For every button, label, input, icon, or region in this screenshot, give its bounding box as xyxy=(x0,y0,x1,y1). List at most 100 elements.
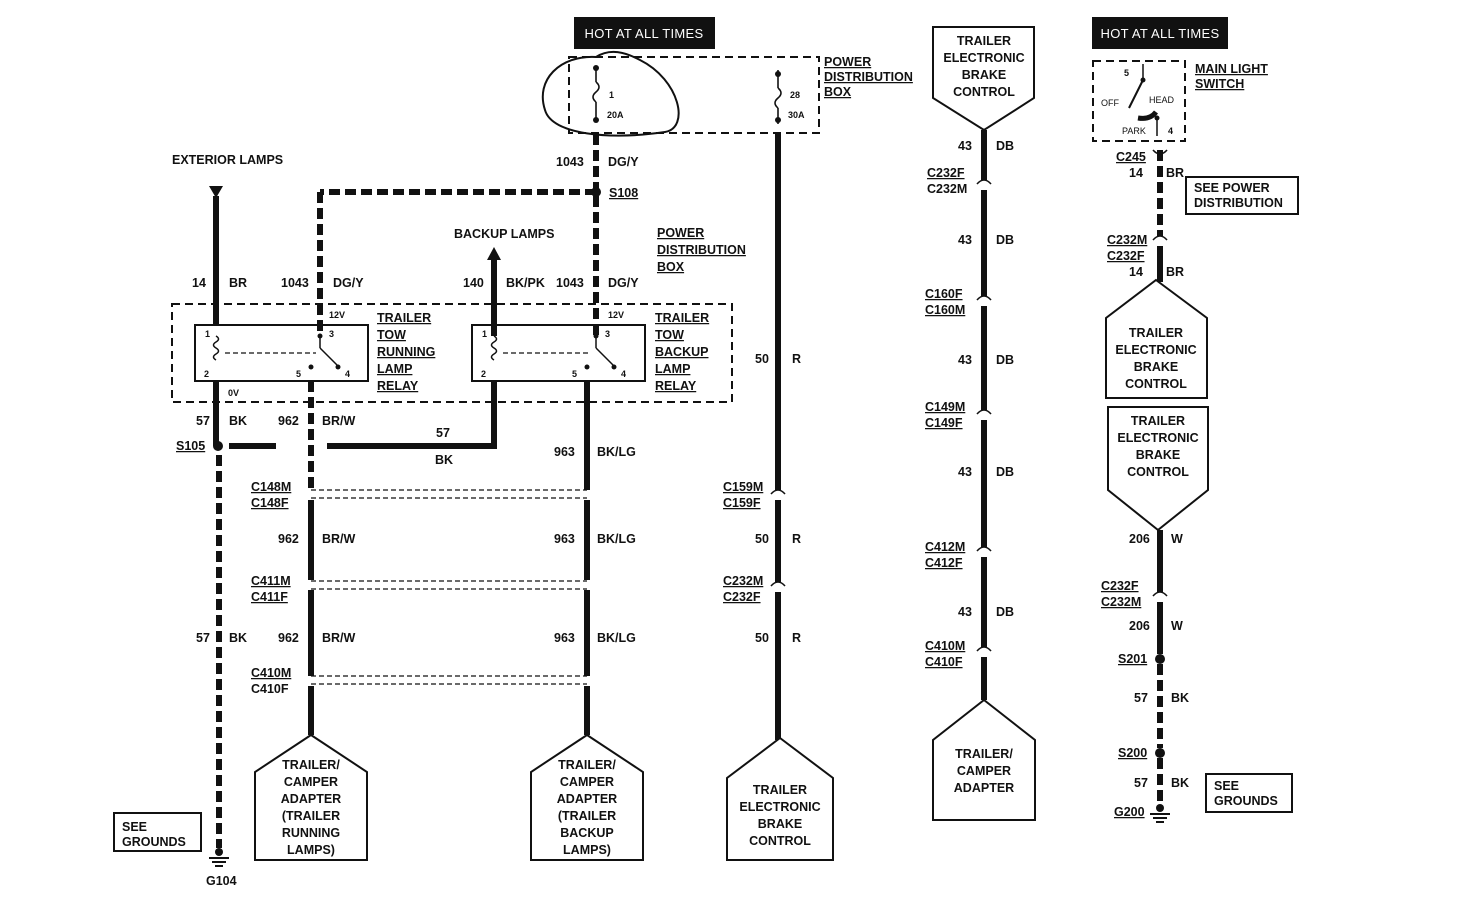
running-relay-label-line4: LAMP xyxy=(377,362,412,376)
svg-text:BRAKE: BRAKE xyxy=(758,817,802,831)
exterior-lamps-label: EXTERIOR LAMPS xyxy=(172,153,283,167)
svg-text:CONTROL: CONTROL xyxy=(1127,465,1189,479)
wire-brw-low-label: BR/W xyxy=(322,631,356,645)
connector-c410f-col4-label: C410F xyxy=(925,655,963,669)
backup-relay-12v: 12V xyxy=(608,310,624,320)
trailer-camper-adapter-backup: TRAILER/ CAMPER ADAPTER (TRAILER BACKUP … xyxy=(530,733,644,861)
wire-bklg-low-label: BK/LG xyxy=(597,631,636,645)
connector-c148 xyxy=(311,489,587,499)
pdb-mid-line2: DISTRIBUTION xyxy=(657,243,746,257)
wire-50-top-label: 50 xyxy=(755,352,769,366)
see-grounds-box-left xyxy=(113,812,202,852)
wire-43-5-label: 43 xyxy=(958,605,972,619)
svg-text:ELECTRONIC: ELECTRONIC xyxy=(1115,343,1196,357)
connector-c232m-col3-label: C232M xyxy=(723,574,763,588)
connector-c411f-label: C411F xyxy=(251,590,288,604)
see-grounds-left-line1: SEE xyxy=(122,820,147,834)
wire-dgy-left-label: DG/Y xyxy=(333,276,364,290)
switch-head-label: HEAD xyxy=(1149,95,1175,105)
splice-s108-label: S108 xyxy=(609,186,638,200)
wire-14-col5-low-label: 14 xyxy=(1129,265,1143,279)
wire-1043-left-label: 1043 xyxy=(281,276,309,290)
wire-43-3-label: 43 xyxy=(958,353,972,367)
svg-text:CAMPER: CAMPER xyxy=(957,764,1011,778)
svg-text:LAMPS): LAMPS) xyxy=(287,843,335,857)
hot-at-all-times-tag-1: HOT AT ALL TIMES xyxy=(574,17,715,49)
backup-relay-pin1: 1 xyxy=(482,329,487,339)
see-power-line2: DISTRIBUTION xyxy=(1194,196,1283,210)
connector-c410f-label: C410F xyxy=(251,682,289,696)
splice-s105-dot xyxy=(213,441,223,451)
pdb-mid-line3: BOX xyxy=(657,260,685,274)
svg-text:CONTROL: CONTROL xyxy=(953,85,1015,99)
wire-db-3-label: DB xyxy=(996,353,1014,367)
trailer-electronic-brake-control-bottom: TRAILER ELECTRONIC BRAKE CONTROL xyxy=(726,736,834,861)
connector-c160f-label: C160F xyxy=(925,287,963,301)
svg-text:TRAILER/: TRAILER/ xyxy=(282,758,340,772)
exterior-lamps-arrow-icon xyxy=(209,186,223,198)
backup-lamps-label: BACKUP LAMPS xyxy=(454,227,554,241)
wire-db-1-label: DB xyxy=(996,139,1014,153)
trailer-electronic-brake-control-top: TRAILER ELECTRONIC BRAKE CONTROL xyxy=(932,26,1035,132)
wire-bk-s105-label: BK xyxy=(229,414,247,428)
wire-1043-right-label: 1043 xyxy=(556,276,584,290)
svg-text:ELECTRONIC: ELECTRONIC xyxy=(739,800,820,814)
wire-brw-mid-label: BR/W xyxy=(322,532,356,546)
wire-r-low-label: R xyxy=(792,631,801,645)
wire-43-1-label: 43 xyxy=(958,139,972,153)
svg-text:TRAILER/: TRAILER/ xyxy=(558,758,616,772)
running-relay-pin3: 3 xyxy=(329,329,334,339)
connector-c410m-label: C410M xyxy=(251,666,291,680)
connector-c159f-label: C159F xyxy=(723,496,761,510)
svg-text:ELECTRONIC: ELECTRONIC xyxy=(1117,431,1198,445)
running-relay-pin1: 1 xyxy=(205,329,210,339)
power-distribution-box-top: 1 20A 28 30A POWER DISTRIBUTION BOX xyxy=(541,50,913,137)
splice-s201-dot xyxy=(1155,654,1165,664)
wire-w-top-label: W xyxy=(1171,532,1183,546)
svg-text:CONTROL: CONTROL xyxy=(1125,377,1187,391)
ground-g200-label: G200 xyxy=(1114,805,1145,819)
ground-g104-icon xyxy=(209,848,229,867)
backup-relay-label-line3: BACKUP xyxy=(655,345,708,359)
wire-14-col5-top-label: 14 xyxy=(1129,166,1143,180)
wire-br-label: BR xyxy=(229,276,247,290)
connector-c411m-label: C411M xyxy=(251,574,291,588)
connector-c410 xyxy=(311,675,587,685)
running-relay-label-line5: RELAY xyxy=(377,379,419,393)
trailer-tow-running-lamp-relay: 1 2 3 4 5 12V 0V TRAILER TOW RUNNING LAM… xyxy=(194,310,435,398)
wire-bklg-mid-label: BK/LG xyxy=(597,532,636,546)
splice-s200-dot xyxy=(1155,748,1165,758)
pdb-top-line3: BOX xyxy=(824,85,852,99)
splice-s200-label: S200 xyxy=(1118,746,1147,760)
wire-r-top-label: R xyxy=(792,352,801,366)
connector-c232f-col3-label: C232F xyxy=(723,590,761,604)
wire-50-mid-label: 50 xyxy=(755,532,769,546)
backup-relay-pin3: 3 xyxy=(605,329,610,339)
wire-br-col5-low-label: BR xyxy=(1166,265,1184,279)
svg-text:TRAILER/: TRAILER/ xyxy=(955,747,1013,761)
wire-57-col5-top-label: 57 xyxy=(1134,691,1148,705)
svg-text:ADAPTER: ADAPTER xyxy=(557,792,617,806)
fuse28-number: 28 xyxy=(790,90,800,100)
wire-r-mid-label: R xyxy=(792,532,801,546)
relay-module-box xyxy=(171,303,733,403)
running-relay-pin4: 4 xyxy=(345,369,350,379)
svg-text:LAMPS): LAMPS) xyxy=(563,843,611,857)
connector-c159m-label: C159M xyxy=(723,480,763,494)
wire-bk-col5-top-label: BK xyxy=(1171,691,1189,705)
svg-text:TRAILER: TRAILER xyxy=(1131,414,1185,428)
wire-206-low-label: 206 xyxy=(1129,619,1150,633)
connector-c148f-label: C148F xyxy=(251,496,289,510)
backup-relay-label-line2: TOW xyxy=(655,328,684,342)
running-relay-pin2: 2 xyxy=(204,369,209,379)
wire-962-top-label: 962 xyxy=(278,414,299,428)
connector-c232f-col5b-label: C232F xyxy=(1101,579,1139,593)
backup-relay-pin2: 2 xyxy=(481,369,486,379)
connector-c412f-label: C412F xyxy=(925,556,963,570)
wire-963-mid-label: 963 xyxy=(554,532,575,546)
backup-lamps-arrow-icon xyxy=(487,247,501,260)
wire-db-4-label: DB xyxy=(996,465,1014,479)
hot-at-all-times-label: HOT AT ALL TIMES xyxy=(585,26,704,41)
see-grounds-right-line2: GROUNDS xyxy=(1214,794,1278,808)
wire-206-top-label: 206 xyxy=(1129,532,1150,546)
